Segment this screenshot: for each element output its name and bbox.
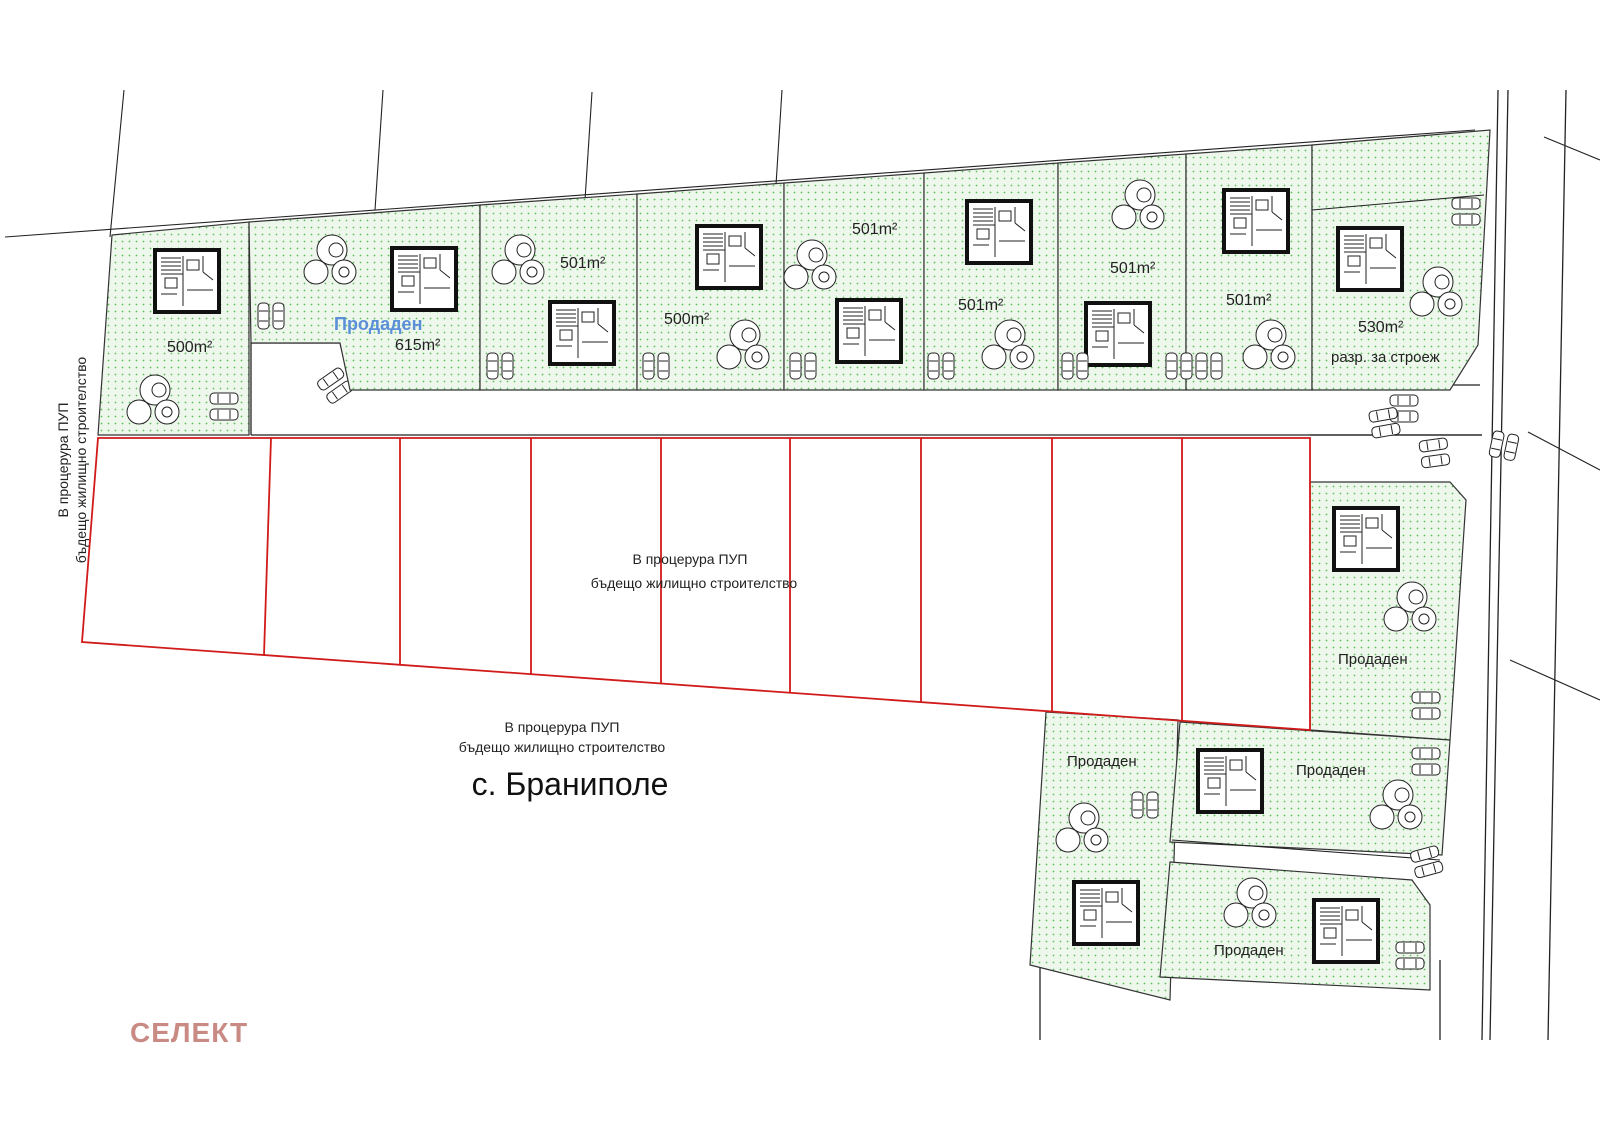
neighbouring-boundaries xyxy=(4,89,1600,701)
watermark-logo: СЕЛЕКТ xyxy=(130,1017,248,1048)
plot-7-area: 501m² xyxy=(1110,260,1156,277)
plot-8-area: 501m² xyxy=(1226,292,1272,309)
main-road xyxy=(1481,89,1567,1041)
pup-procedure-area xyxy=(81,437,1311,731)
sold-south-1-label: Продаден xyxy=(1067,753,1137,770)
center-label-line2: бъдещо жилищно строителство xyxy=(591,575,798,591)
plot-5-area: 501m² xyxy=(852,221,898,238)
south-label-line2: бъдещо жилищно строителство xyxy=(459,739,666,755)
side-label-line2: бъдещо жилищно строителство xyxy=(73,357,89,564)
sold-east-label: Продаден xyxy=(1338,651,1408,668)
village-name: с. Браниполе xyxy=(472,766,669,802)
south-label-line1: В процерура ПУП xyxy=(505,719,620,735)
plot-3-area: 501m² xyxy=(560,255,606,272)
plot-2-status: Продаден xyxy=(334,314,422,334)
center-label-line1: В процерура ПУП xyxy=(633,551,748,567)
plot-labels: 500m² Продаден 615m² 501m² 500m² 501m² 5… xyxy=(167,221,1440,959)
plot-9-area: 530m² xyxy=(1358,319,1404,336)
sold-south-3-label: Продаден xyxy=(1214,942,1284,959)
pup-labels: В процерура ПУП бъдещо жилищно строителс… xyxy=(55,357,797,755)
side-label-line1: В процерура ПУП xyxy=(55,403,71,518)
plot-6-area: 501m² xyxy=(958,297,1004,314)
sold-south-2-label: Продаден xyxy=(1296,762,1366,779)
plot-south-3 xyxy=(1159,861,1431,991)
plot-2-area: 615m² xyxy=(395,337,441,354)
plot-9-status: разр. за строеж xyxy=(1331,349,1440,366)
plot-1-area: 500m² xyxy=(167,339,213,356)
plot-4-area: 500m² xyxy=(664,311,710,328)
